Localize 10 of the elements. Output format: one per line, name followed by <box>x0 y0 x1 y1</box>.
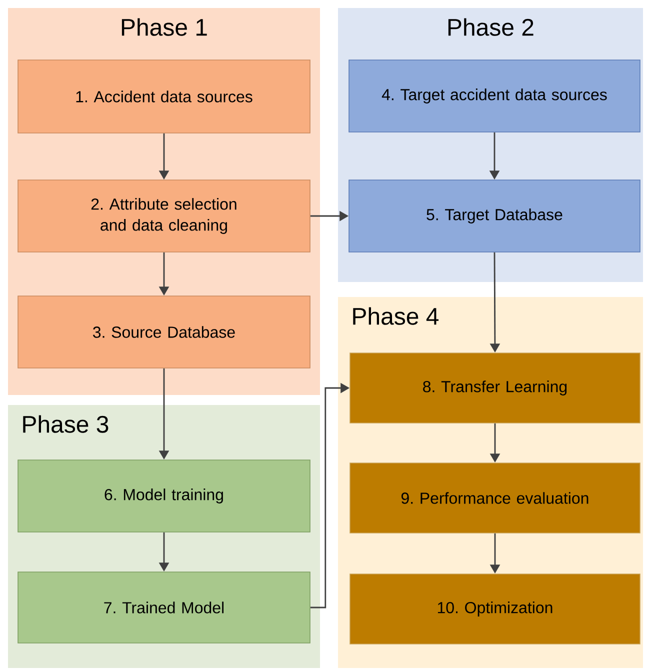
process-box: 6. Model training <box>18 460 310 532</box>
process-box: 9. Performance evaluation <box>350 462 640 534</box>
process-box: 4. Target accident data sources <box>348 60 640 132</box>
process-box: 8. Transfer Learning <box>350 352 640 424</box>
process-box: 10. Optimization <box>350 574 640 644</box>
process-box: 2. Attribute selection and data cleaning <box>18 180 310 252</box>
process-box: 5. Target Database <box>348 180 640 252</box>
process-box: 1. Accident data sources <box>18 60 310 134</box>
process-box: 7. Trained Model <box>18 572 310 644</box>
process-box: 3. Source Database <box>18 296 310 368</box>
